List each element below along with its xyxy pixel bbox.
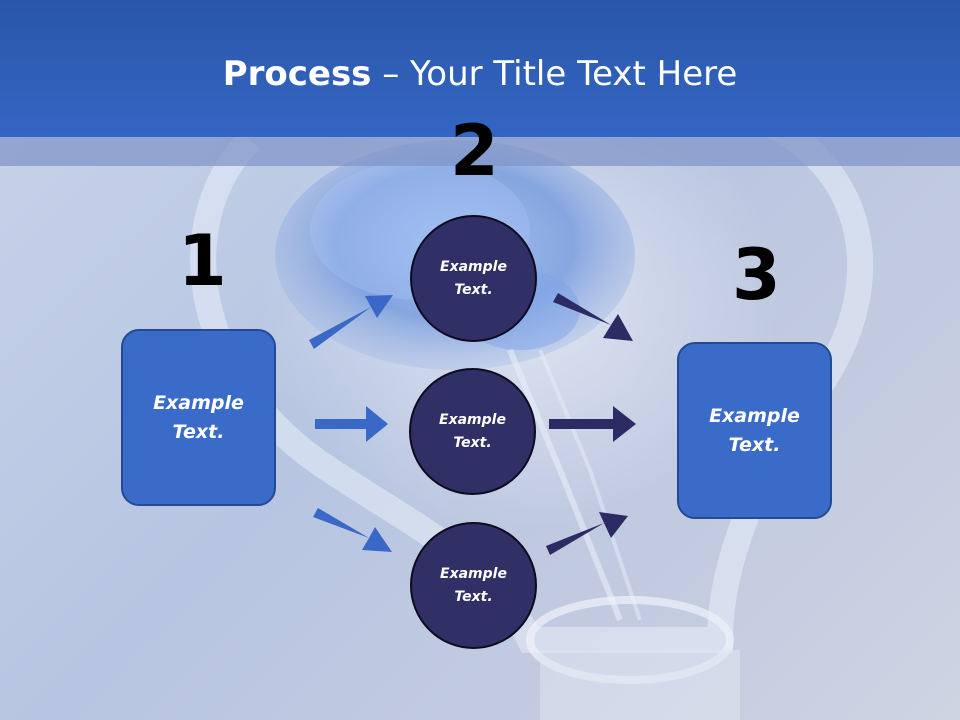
circle-top-text: Example Text. (440, 258, 507, 298)
circle-bottom[interactable]: Example Text. (410, 522, 537, 649)
arrow-group-left (309, 295, 393, 552)
title-bold: Process (222, 54, 372, 94)
arrow-to-circle-1 (309, 295, 393, 349)
arrow-to-circle-2 (315, 406, 388, 442)
circle-top[interactable]: Example Text. (410, 215, 537, 342)
step-number-1: 1 (178, 220, 227, 302)
circle-bottom-text: Example Text. (440, 565, 507, 605)
arrow-to-circle-3 (313, 508, 392, 552)
slide-title[interactable]: Process – Your Title Text Here (0, 52, 960, 96)
left-box-text: Example Text. (153, 391, 244, 443)
arrow-group-right (546, 293, 636, 555)
right-example-box[interactable]: Example Text. (677, 342, 832, 519)
arrow-from-circle-3 (546, 512, 628, 555)
title-rest: – Your Title Text Here (371, 54, 738, 94)
circle-middle-text: Example Text. (439, 411, 506, 451)
arrow-from-circle-1 (553, 293, 633, 341)
title-accent-strip (0, 137, 960, 166)
circle-middle[interactable]: Example Text. (409, 368, 536, 495)
arrow-from-circle-2 (549, 406, 636, 442)
left-example-box[interactable]: Example Text. (121, 329, 276, 506)
right-box-text: Example Text. (709, 404, 800, 456)
step-number-3: 3 (732, 234, 781, 316)
title-bar (0, 0, 960, 137)
step-number-2: 2 (450, 110, 499, 192)
